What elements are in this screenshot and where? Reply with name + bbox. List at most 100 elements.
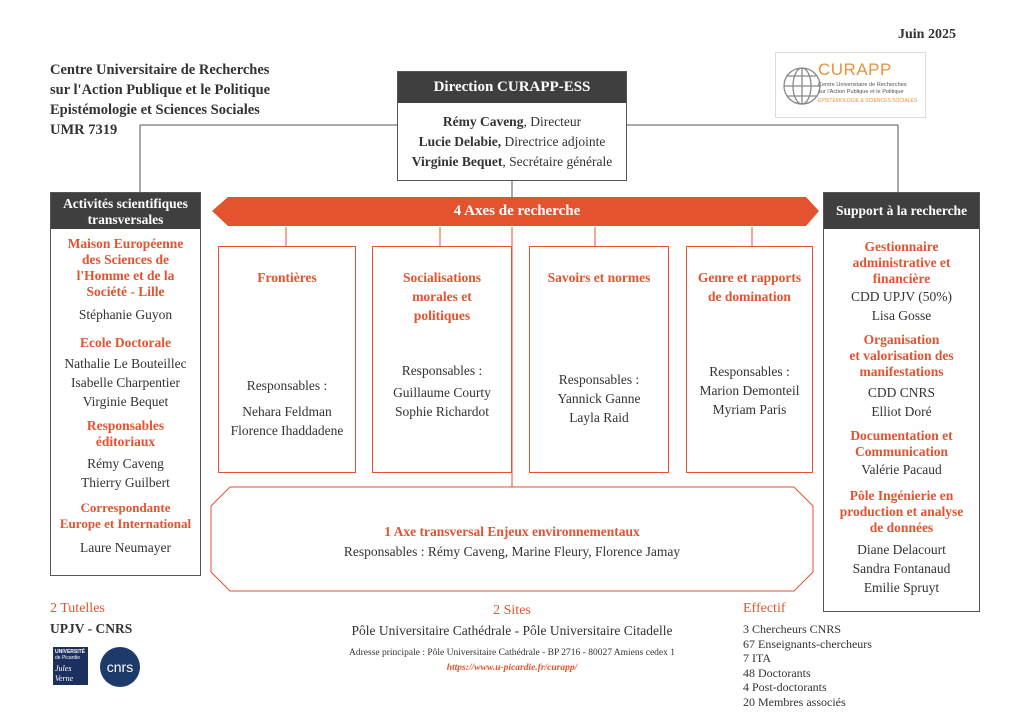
org-title: Centre Universitaire de Recherches sur l… [50, 60, 270, 140]
member-role: , Secrétaire générale [502, 154, 613, 169]
transversal-responsables: Responsables : Rémy Caveng, Marine Fleur… [343, 544, 681, 559]
logo-sub-line: sur l'Action Publique et le Politique [818, 88, 904, 95]
axis-title-line: de domination [708, 289, 791, 304]
direction-title: Direction CURAPP-ESS [398, 72, 626, 103]
direction-box: Direction CURAPP-ESS Rémy Caveng, Direct… [397, 71, 627, 181]
section-people: Stéphanie Guyon [51, 305, 200, 324]
heading-line: Société - Lille [86, 284, 165, 299]
section-people: Laure Neumayer [51, 538, 200, 557]
effectif-title: Effectif [743, 601, 786, 616]
org-title-line: Epistémologie et Sciences Sociales [50, 102, 260, 118]
transversal-title: 1 Axe transversal Enjeux environnementau… [384, 524, 640, 539]
transversal-axis-shape [210, 486, 814, 592]
section-heading: Documentation et Communication [824, 428, 979, 460]
left-section: Ecole Doctorale Nathalie Le Bouteillec I… [51, 335, 200, 411]
section-heading: Responsables éditoriaux [51, 418, 200, 450]
upjv-logo-line: Jules Verne [55, 664, 74, 683]
tutelles-title: 2 Tutelles [50, 601, 105, 616]
axis-title-line: Genre et rapports [697, 270, 802, 285]
member-role: , Directeur [523, 114, 582, 129]
right-box-title: Support à la recherche [824, 193, 979, 229]
member-name: Lucie Delabie, [418, 134, 502, 149]
upjv-logo: UNIVERSITÉ de Picardie Jules Verne [53, 647, 88, 685]
effectif-item: 7 ITA [743, 651, 772, 665]
axes-banner-title: 4 Axes de recherche [453, 203, 581, 219]
axis-title-line: Socialisations [402, 270, 481, 285]
section-heading: Gestionnaire administrative et financièr… [824, 239, 979, 287]
right-section: Organisation et valorisation des manifes… [824, 332, 979, 421]
section-heading: Correspondante Europe et International [51, 500, 200, 532]
right-section: Pôle Ingénierie en production et analyse… [824, 488, 979, 597]
axis-box: Genre et rapports de domination Responsa… [686, 246, 813, 473]
person-name: Virginie Bequet [82, 394, 169, 409]
effectif-item: 4 Post-doctorants [743, 680, 827, 694]
responsables-label: Responsables : [246, 378, 328, 393]
section-people: Rémy Caveng Thierry Guilbert [51, 454, 200, 492]
member-name: Virginie Bequet [411, 154, 503, 169]
direction-members: Rémy Caveng, Directeur Lucie Delabie, Di… [398, 103, 626, 172]
sphere-logo-icon [783, 67, 821, 105]
effectif-item: 20 Membres associés [743, 694, 846, 709]
axis-responsables: Responsables : Guillaume Courty Sophie R… [373, 361, 511, 421]
person-name: Valérie Pacaud [861, 462, 942, 477]
date-label: Juin 2025 [898, 27, 956, 42]
heading-line: l'Homme et de la [76, 268, 175, 283]
effectif-item: 67 Enseignants-chercheurs [743, 636, 872, 651]
axis-title-line: Savoirs et normes [547, 270, 651, 285]
person-name: Laure Neumayer [79, 540, 172, 555]
heading-line: Ecole Doctorale [79, 335, 172, 350]
person-name: Lisa Gosse [871, 308, 932, 323]
logo-sub-line: Centre Universitaire de Recherches [818, 82, 907, 88]
person-name: Nehara Feldman [242, 404, 332, 419]
left-sections: Maison Européenne des Sciences de l'Homm… [51, 229, 200, 557]
person-name: Diane Delacourt [857, 542, 946, 557]
person-name: Sophie Richardot [394, 404, 490, 419]
section-people: Nathalie Le Bouteillec Isabelle Charpent… [51, 354, 200, 411]
person-name: CDD CNRS [867, 385, 936, 400]
heading-line: Documentation et [850, 428, 953, 443]
axis-responsables: Responsables : Yannick Ganne Layla Raid [530, 370, 668, 427]
website-link[interactable]: https://www.u-picardie.fr/curapp/ [446, 663, 578, 673]
axis-title-line: politiques [413, 308, 471, 323]
axis-title: Socialisations morales et politiques [373, 268, 511, 338]
heading-line: Maison Européenne [67, 236, 184, 251]
direction-member: Rémy Caveng, Directeur [398, 112, 626, 132]
person-name: Sandra Fontanaud [852, 561, 951, 576]
heading-line: production et analyse [839, 504, 964, 519]
cnrs-logo: cnrs [100, 647, 140, 687]
axis-title: Genre et rapports de domination [687, 268, 812, 338]
org-umr: UMR 7319 [50, 122, 118, 138]
effectif-list: 3 Chercheurs CNRS 67 Enseignants-cherche… [743, 622, 872, 709]
heading-line: financière [872, 271, 931, 286]
axis-title: Frontières [219, 268, 355, 338]
member-name: Rémy Caveng [442, 114, 524, 129]
heading-line: manifestations [859, 364, 944, 379]
person-name: Guillaume Courty [393, 385, 491, 400]
responsables-label: Responsables : [558, 372, 640, 387]
heading-line: Gestionnaire [864, 239, 939, 254]
section-people: Diane Delacourt Sandra Fontanaud Emilie … [824, 540, 979, 597]
left-box-title: Activités scientifiques transversales [51, 193, 200, 229]
heading-line: Correspondante [80, 500, 171, 515]
left-activities-box: Activités scientifiques transversales Ma… [50, 192, 201, 576]
axis-responsables: Responsables : Marion Demonteil Myriam P… [687, 362, 812, 419]
heading-line: Organisation [863, 332, 940, 347]
axis-box: Frontières Responsables : Nehara Feldman… [218, 246, 356, 473]
axis-title: Savoirs et normes [530, 268, 668, 338]
heading-line: Communication [854, 444, 948, 459]
upjv-logo-line: de Picardie [55, 655, 81, 661]
heading-line: Europe et International [59, 516, 192, 531]
section-people: Valérie Pacaud [824, 460, 979, 479]
section-heading: Organisation et valorisation des manifes… [824, 332, 979, 380]
person-name: Layla Raid [569, 410, 629, 425]
person-name: Myriam Paris [712, 402, 787, 417]
person-name: Elliot Doré [871, 404, 932, 419]
person-name: Rémy Caveng [87, 456, 164, 471]
right-sections: Gestionnaire administrative et financièr… [824, 229, 979, 597]
section-heading: Ecole Doctorale [51, 335, 200, 351]
left-section: Responsables éditoriaux Rémy Caveng Thie… [51, 418, 200, 492]
tutelles-list: UPJV - CNRS [50, 621, 133, 636]
main-address: Adresse principale : Pôle Universitaire … [349, 648, 675, 658]
heading-line: Pôle Ingénierie en [849, 488, 954, 503]
axis-title-line: Frontières [257, 270, 317, 285]
